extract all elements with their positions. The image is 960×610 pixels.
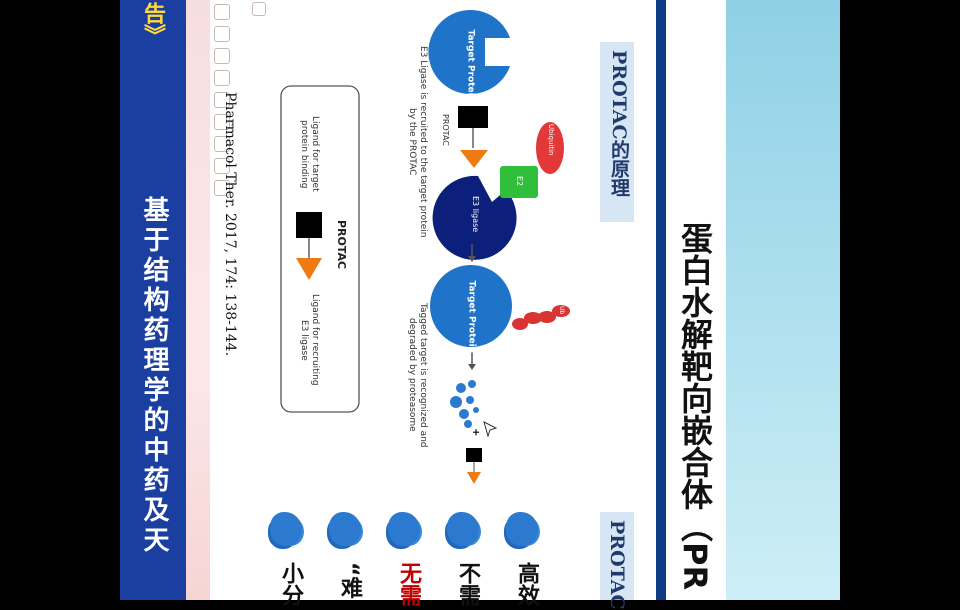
- e2-label: E2: [515, 176, 524, 187]
- e3-recruit-caption: E3 Ligase is recruited to the target pro…: [407, 46, 428, 238]
- ubiquitin-ellipse: [536, 122, 564, 174]
- plus-sign: +: [470, 428, 481, 437]
- bullet-text-4: “难: [337, 562, 362, 599]
- target-protein-label-1: Target Protein: [465, 29, 476, 103]
- bullet-text-1: 高效: [514, 562, 539, 606]
- protac-black-square-1: [458, 106, 488, 128]
- letterbox-left: [0, 0, 120, 600]
- section-label-protac-text: PROTAC: [606, 520, 628, 610]
- bullet-icon-1: [506, 512, 538, 546]
- ub-label: Ub: [558, 306, 565, 315]
- legend-ligand-e3: Ligand for recruiting E3 ligase: [299, 294, 320, 386]
- settings-icon[interactable]: [214, 180, 230, 196]
- e3-ligase-shape: [432, 175, 517, 260]
- slide-header-background: [726, 0, 840, 600]
- target-protein-shape-2: [430, 265, 512, 347]
- ubiquitin-label: Ubiquitin: [547, 124, 555, 156]
- slide-title: 蛋白水解靶向嵌合体（PR: [676, 222, 714, 591]
- side-title-fragment: 告》: [140, 2, 165, 46]
- protac-small-label: PROTAC: [441, 114, 450, 146]
- back-icon[interactable]: [214, 48, 230, 64]
- side-title-bar: [120, 0, 186, 600]
- legend-orange-arrow: [296, 258, 322, 280]
- letterbox-right: [840, 0, 960, 600]
- bullet-icon-2: [447, 512, 479, 546]
- section-label-principle: PROTAC的原理: [600, 42, 634, 222]
- section-label-principle-text: PROTAC的原理: [608, 50, 630, 197]
- forward-icon[interactable]: [214, 70, 230, 86]
- pen-icon[interactable]: [214, 92, 230, 108]
- section-label-protac: PROTAC: [600, 512, 634, 610]
- slide-title-area: [666, 0, 726, 600]
- protac-orange-arrow-1: [460, 150, 488, 168]
- bullet-text-2: 不需: [455, 562, 480, 606]
- bullet-icon-3: [388, 512, 420, 546]
- navigate-icon[interactable]: [214, 26, 230, 42]
- side-title: 基于结构药理学的中药及天: [139, 196, 169, 556]
- copy-icon[interactable]: [214, 136, 230, 152]
- tagged-caption: Tagged target is recognized and degraded…: [407, 302, 428, 448]
- target-protein-label-2: Target Protein: [466, 280, 477, 354]
- e3-ligase-label: E3 ligase: [471, 196, 480, 233]
- bullet-icon-5: [270, 512, 302, 546]
- legend-ligand-target: Ligand for target protein binding: [299, 116, 320, 192]
- bullet-icon-4: [329, 512, 361, 546]
- menu-icon[interactable]: [214, 4, 230, 20]
- target-protein-shape-1: [428, 9, 510, 94]
- legend-title: PROTAC: [335, 220, 348, 270]
- e2-box: [500, 166, 538, 198]
- search-icon[interactable]: [214, 114, 230, 130]
- mouse-cursor: [483, 421, 498, 438]
- legend-black-square: [296, 212, 322, 238]
- citation: Pharmacol Ther. 2017, 174: 138-144.: [222, 92, 238, 357]
- grid-icon[interactable]: [214, 158, 230, 174]
- zoom-icon[interactable]: [252, 2, 266, 16]
- bullet-text-3: 无需: [396, 562, 421, 606]
- legend-box: [280, 85, 360, 413]
- presenter-toolbar-strip: [186, 0, 210, 600]
- slide-divider: [656, 0, 666, 600]
- bullet-text-5: 小分: [278, 562, 303, 606]
